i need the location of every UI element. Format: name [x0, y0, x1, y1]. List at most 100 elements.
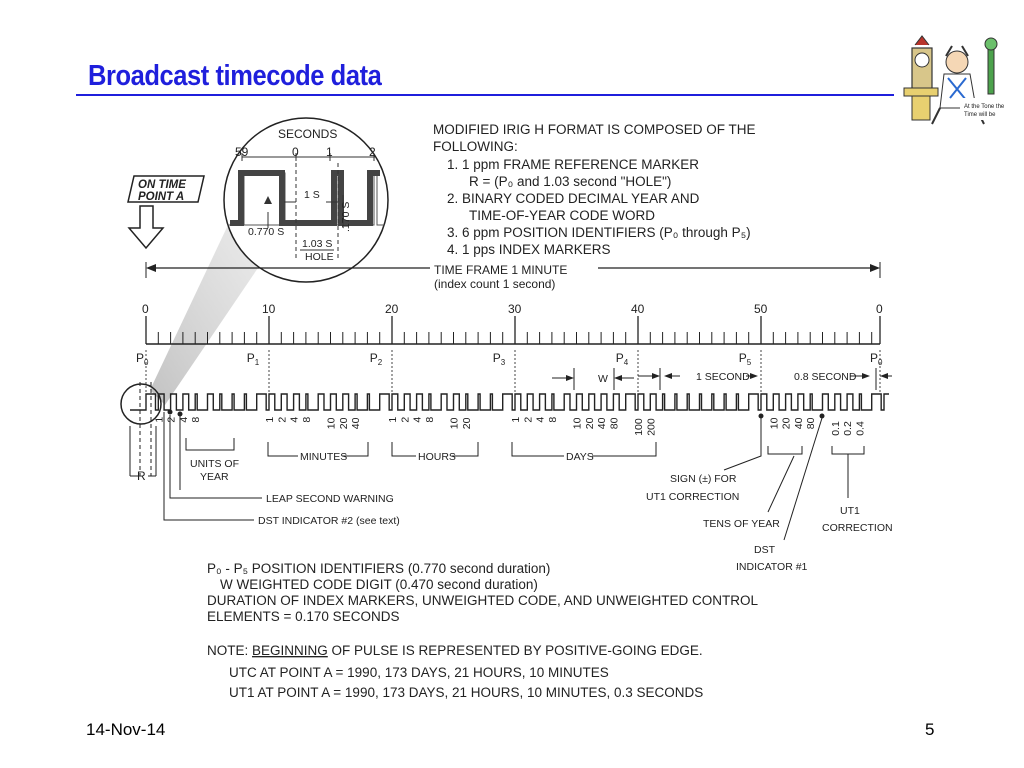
- desc-heading-1: MODIFIED IRIG H FORMAT IS COMPOSED OF TH…: [433, 122, 756, 137]
- desc-item-2: 2. BINARY CODED DECIMAL YEAR AND: [447, 191, 700, 206]
- days-weight: 8: [547, 417, 559, 423]
- tens-of-year-label: TENS OF YEAR: [703, 518, 780, 530]
- span-markers: W 1 SECOND 0.8 SECOND: [552, 368, 892, 390]
- sign-label-2: UT1 CORRECTION: [646, 491, 739, 503]
- position-identifier-label: P0: [136, 351, 149, 367]
- inset-0170-s: .170 S: [340, 202, 352, 232]
- days-label: DAYS: [566, 451, 594, 463]
- minutes-weight: 1: [264, 417, 276, 423]
- position-identifier-label: P2: [370, 351, 383, 367]
- days-weight: 40: [596, 417, 608, 429]
- time-frame-span: TIME FRAME 1 MINUTE (index count 1 secon…: [145, 262, 881, 291]
- on-time-line2: POINT A: [138, 191, 184, 203]
- tens-of-year-weight: 40: [793, 417, 805, 429]
- units-of-year-label-1: UNITS OF: [190, 458, 239, 470]
- inset-tick-1: 1: [326, 145, 333, 159]
- hours-weight: 8: [424, 417, 436, 423]
- inset-tick-0: 0: [292, 145, 299, 159]
- on-time-line1: ON TIME: [138, 179, 186, 191]
- w-span-label: W: [598, 373, 608, 385]
- minutes-label: MINUTES: [300, 451, 347, 463]
- desc-item-1: 1. 1 ppm FRAME REFERENCE MARKER: [447, 157, 699, 172]
- ut1-correction-weight: 0.1: [830, 421, 842, 436]
- notes-line-4: ELEMENTS = 0.170 SECONDS: [207, 609, 399, 624]
- frame-reference-marker: R: [120, 382, 162, 483]
- magnified-inset: SECONDS 59 0 1 2 1 S 0.770 S .170 S 1.03…: [223, 117, 389, 283]
- scale-tick-label: 0: [142, 302, 149, 316]
- pulse-waveform: [130, 393, 889, 411]
- dst-indicator-1-label-2: INDICATOR #1: [736, 561, 808, 573]
- ut1-at-point-a: UT1 AT POINT A = 1990, 173 DAYS, 21 HOUR…: [229, 685, 703, 700]
- hours-weight: 20: [461, 417, 473, 429]
- footer-date: 14-Nov-14: [86, 720, 166, 739]
- year-unit-weight: 1: [153, 417, 165, 423]
- minutes-weight: 20: [338, 417, 350, 429]
- days-weight: 80: [608, 417, 620, 429]
- dst-indicator-1-label-1: DST: [754, 544, 776, 556]
- clock-cartoon-clipart: At the Tone the Time will be: [900, 30, 1008, 130]
- dst-indicator-2-label: DST INDICATOR #2 (see text): [258, 515, 400, 527]
- position-identifier-label: P5: [739, 351, 752, 367]
- days-weight: 200: [645, 418, 657, 436]
- notes-line-2: W WEIGHTED CODE DIGIT (0.470 second dura…: [220, 577, 538, 592]
- one-second-label: 1 SECOND: [696, 371, 750, 383]
- year-unit-weight: 4: [178, 417, 190, 423]
- page-title: Broadcast timecode data: [88, 60, 382, 92]
- inset-one-second: 1 S: [304, 189, 320, 201]
- scale-tick-label: 20: [385, 302, 399, 316]
- days-weight: 4: [535, 417, 547, 423]
- inset-tick-59: 59: [235, 145, 249, 159]
- days-weight: 2: [522, 417, 534, 423]
- notes-line-3: DURATION OF INDEX MARKERS, UNWEIGHTED CO…: [207, 593, 759, 608]
- format-description: MODIFIED IRIG H FORMAT IS COMPOSED OF TH…: [433, 122, 756, 257]
- leap-second-warning-label: LEAP SECOND WARNING: [266, 493, 394, 505]
- clipart-caption-1: At the Tone the: [964, 104, 1005, 110]
- hours-weight: 2: [399, 417, 411, 423]
- field-groups: UNITS OF YEAR MINUTES HOURS DAYS LEAP SE…: [163, 409, 893, 573]
- clipart-caption-2: Time will be: [964, 112, 996, 118]
- ut1-correction-weight: 0.2: [842, 421, 854, 436]
- scale-tick-label: 10: [262, 302, 276, 316]
- days-weight: 1: [510, 417, 522, 423]
- minutes-weight: 40: [350, 417, 362, 429]
- year-unit-weight: 8: [190, 417, 202, 423]
- point8-second-label: 0.8 SECOND: [794, 371, 857, 383]
- position-identifier-label: P0: [870, 351, 883, 367]
- r-label: R: [137, 469, 146, 483]
- notes-block: P₀ - P₅ POSITION IDENTIFIERS (0.770 seco…: [207, 561, 759, 700]
- note-text: NOTE: BEGINNING OF PULSE IS REPRESENTED …: [207, 643, 703, 658]
- scale-tick-label: 0: [876, 302, 883, 316]
- scale-tick-label: 30: [508, 302, 522, 316]
- sign-label-1: SIGN (±) FOR: [670, 473, 737, 485]
- note-underlined: BEGINNING: [252, 643, 328, 658]
- tens-of-year-weight: 20: [781, 417, 793, 429]
- days-weight: 20: [584, 417, 596, 429]
- pulse-train: [130, 393, 889, 411]
- note-rest: OF PULSE IS REPRESENTED BY POSITIVE-GOIN…: [328, 643, 703, 658]
- minutes-weight: 2: [276, 417, 288, 423]
- desc-item-1b: R = (P₀ and 1.03 second "HOLE"): [469, 174, 671, 189]
- note-prefix: NOTE:: [207, 643, 252, 658]
- inset-seconds-label: SECONDS: [278, 127, 337, 141]
- desc-item-3: 3. 6 ppm POSITION IDENTIFIERS (P₀ throug…: [447, 225, 751, 240]
- days-weight: 100: [633, 418, 645, 436]
- hours-weight: 10: [449, 417, 461, 429]
- minutes-weight: 4: [289, 417, 301, 423]
- hours-weight: 4: [412, 417, 424, 423]
- tens-of-year-weight: 80: [805, 417, 817, 429]
- desc-item-4: 4. 1 pps INDEX MARKERS: [447, 242, 611, 257]
- inset-hole-label: HOLE: [305, 251, 334, 263]
- desc-item-2b: TIME-OF-YEAR CODE WORD: [469, 208, 655, 223]
- down-arrow-icon: [127, 205, 165, 250]
- hours-weight: 1: [387, 417, 399, 423]
- ut1-correction-label-1: UT1: [840, 505, 860, 517]
- timeframe-line2: (index count 1 second): [434, 277, 555, 291]
- scale-tick-label: 40: [631, 302, 645, 316]
- position-identifier-label: P1: [247, 351, 260, 367]
- days-weight: 10: [572, 417, 584, 429]
- utc-at-point-a: UTC AT POINT A = 1990, 173 DAYS, 21 HOUR…: [229, 665, 609, 680]
- position-identifier-label: P4: [616, 351, 629, 367]
